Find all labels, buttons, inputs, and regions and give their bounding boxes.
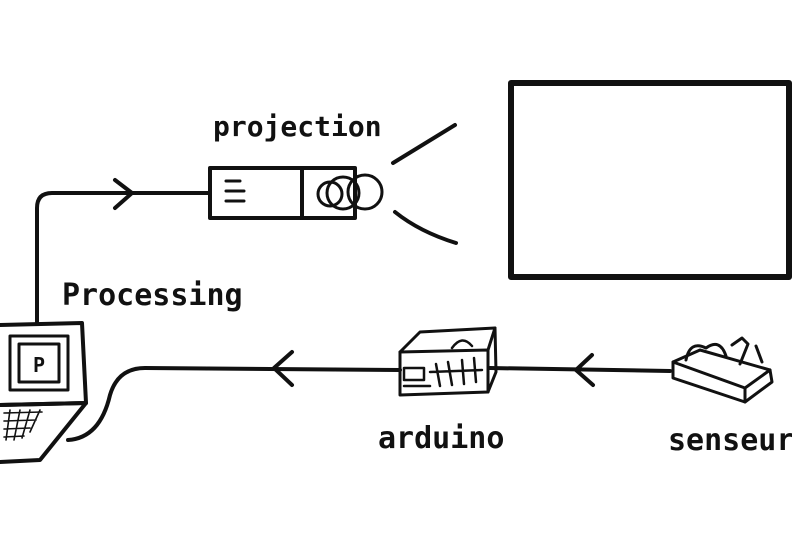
sensor-icon [671,336,774,404]
connector-sensor-to-arduino [488,366,672,373]
laptop-icon [0,321,88,464]
projector-icon [208,166,384,220]
connector-laptop-to-projector [35,191,212,324]
arrow-left-icon [272,350,294,387]
arduino-icon [398,326,498,397]
projection-screen [508,80,792,280]
projection-beam-top [391,123,457,165]
arrow-left-icon [574,353,595,387]
projection-label: projection [213,110,382,143]
processing-label: Processing [62,278,243,313]
arrow-right-icon [113,178,134,210]
arduino-label: arduino [378,421,504,456]
projection-beam-bottom [393,210,458,245]
senseur-label: senseur [668,423,792,458]
laptop-screen-glyph: P [33,353,45,377]
connector-arduino-to-laptop [66,366,402,442]
